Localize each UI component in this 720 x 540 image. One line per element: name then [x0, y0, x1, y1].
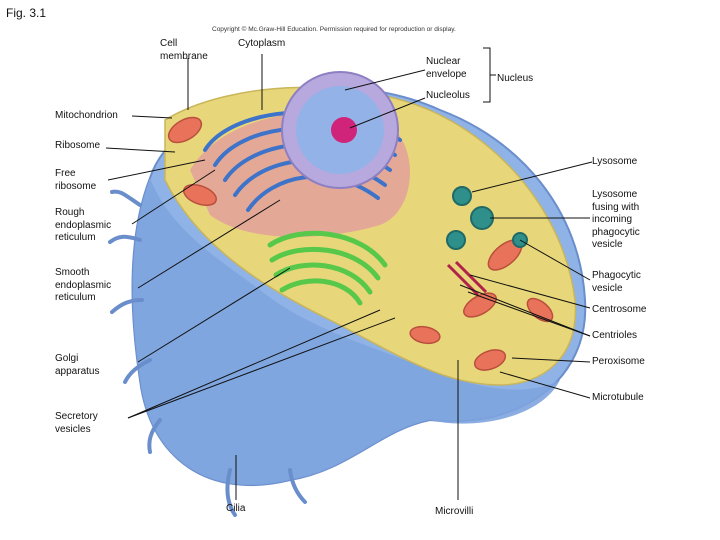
label-mitochondrion: Mitochondrion [55, 110, 118, 121]
label-peroxisome: Peroxisome [592, 356, 645, 367]
label-lysosome-fusing: Lysosome fusing with incoming phagocytic… [592, 189, 640, 250]
label-nucleus: Nucleus [497, 73, 534, 84]
label-centrioles: Centrioles [592, 330, 638, 341]
label-microtubule: Microtubule [592, 392, 644, 403]
label-ribosome: Ribosome [55, 140, 101, 151]
label-phagocytic-vesicle: Phagocytic vesicle [592, 270, 641, 294]
label-lysosome: Lysosome [592, 156, 638, 167]
label-microvilli: Microvilli [435, 506, 474, 517]
label-nuclear-envelope: Nuclear envelope [426, 56, 467, 80]
label-free-ribosome: Free ribosome [55, 168, 97, 192]
cilia [108, 189, 307, 517]
label-nucleolus: Nucleolus [426, 90, 470, 101]
label-cytoplasm: Cytoplasm [238, 38, 286, 49]
label-centrosome: Centrosome [592, 304, 647, 315]
leader-lines [105, 47, 593, 500]
label-golgi: Golgi apparatus [55, 353, 100, 377]
label-secretory-vesicles: Secretory vesicles [55, 411, 98, 435]
nucleolus-shape [331, 117, 357, 143]
label-cell-membrane: Cell membrane [160, 38, 208, 62]
label-smooth-er: Smooth endoplasmic reticulum [55, 267, 112, 303]
label-rough-er: Rough endoplasmic reticulum [55, 207, 112, 243]
copyright-notice: Copyright © Mc.Graw-Hill Education. Perm… [212, 26, 456, 33]
figure-label: Fig. 3.1 [6, 6, 47, 20]
golgi-apparatus-shape [267, 230, 388, 306]
cell-front-face [132, 178, 560, 486]
label-cilia: Cilia [226, 503, 246, 514]
lysosomes [446, 186, 528, 250]
